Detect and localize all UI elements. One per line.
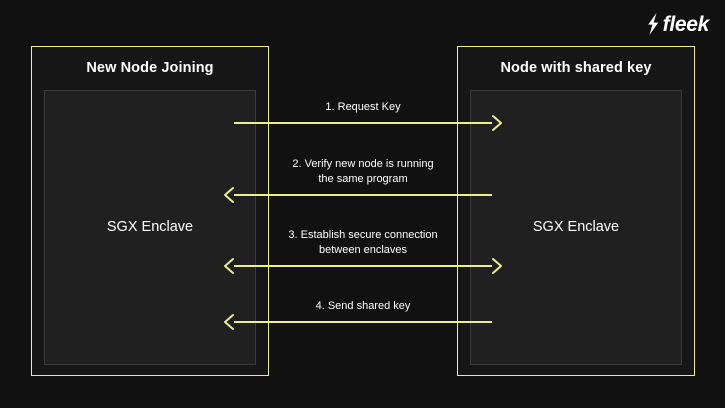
message-2-arrow-left-icon	[234, 194, 492, 196]
fleek-logo: fleek	[646, 13, 709, 35]
node-box-left: New Node Joining SGX Enclave	[31, 46, 269, 376]
node-left-enclave-label: SGX Enclave	[106, 218, 194, 235]
node-box-right: Node with shared key SGX Enclave	[457, 46, 695, 376]
node-right-title: Node with shared key	[500, 60, 652, 76]
message-1-arrowhead-right-icon	[492, 115, 502, 131]
message-1-label: 1. Request Key	[325, 101, 401, 114]
message-2: 2. Verify new node is running the same p…	[224, 158, 498, 203]
message-4-arrowhead-left-icon	[224, 314, 234, 330]
lightning-bolt-icon	[647, 13, 658, 35]
node-left-enclave: SGX Enclave	[44, 90, 256, 365]
node-left-title: New Node Joining	[86, 60, 214, 76]
message-2-label: 2. Verify new node is running the same p…	[292, 158, 434, 186]
message-3-arrow-bidirectional-icon	[234, 265, 492, 267]
message-3: 3. Establish secure connection between e…	[224, 229, 502, 274]
message-3-label: 3. Establish secure connection between e…	[288, 229, 438, 257]
message-1-arrow-right-icon	[234, 122, 492, 124]
message-4: 4. Send shared key	[224, 300, 498, 330]
message-1: 1. Request Key	[228, 101, 502, 131]
node-right-enclave-label: SGX Enclave	[532, 218, 620, 235]
message-4-arrow-left-icon	[234, 321, 492, 323]
message-2-arrowhead-left-icon	[224, 187, 234, 203]
node-right-enclave: SGX Enclave	[470, 90, 682, 365]
fleek-wordmark: fleek	[662, 12, 710, 36]
message-4-label: 4. Send shared key	[315, 300, 411, 313]
message-3-arrowhead-left-icon	[224, 258, 234, 274]
message-3-arrowhead-right-icon	[492, 258, 502, 274]
